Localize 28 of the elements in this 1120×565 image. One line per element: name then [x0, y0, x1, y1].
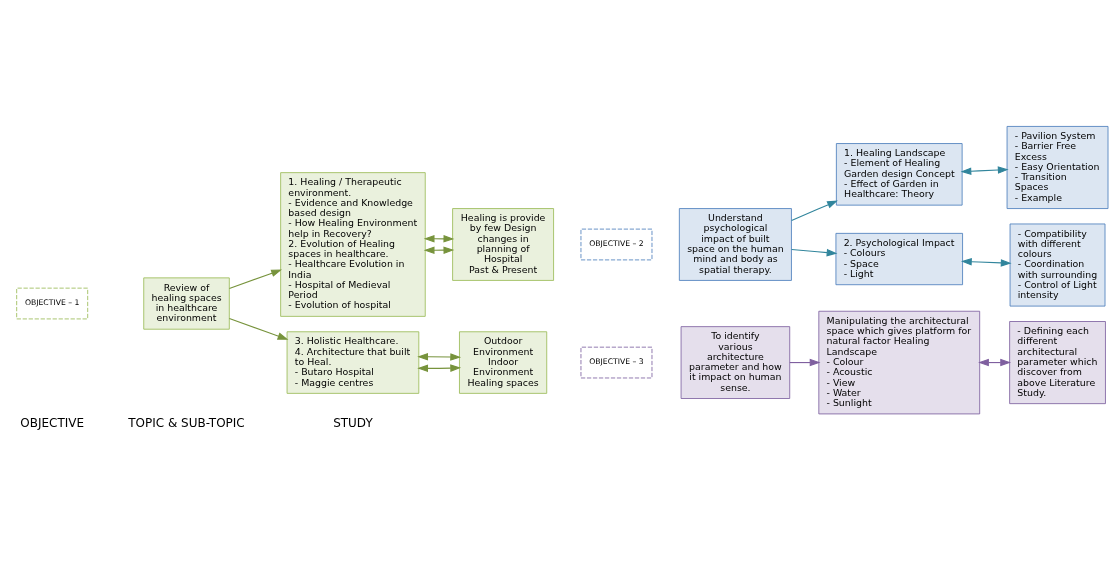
arrow	[791, 248, 838, 256]
arrow	[417, 363, 462, 372]
node-box: - Defining each different architectural parameter which discover from above Literature Study.	[1009, 320, 1106, 404]
node-box: 2. Psychological Impact - Colours - Space - Light	[835, 232, 963, 285]
node-box: Manipulating the architectural space which gives platform for natural factor Healing Landscape - Colour - Acoustic - View - Water - Sunlight	[818, 310, 981, 414]
node-box: OBJECTIVE – 3	[580, 346, 653, 378]
node-box: Outdoor Environment Indoor Environment Healing spaces	[459, 330, 548, 394]
node-box: - Pavilion System - Barrier Free Excess - Easy Orientation - Transition Spaces - Example	[1006, 125, 1109, 209]
label: STUDY	[333, 415, 373, 430]
arrow	[791, 200, 838, 221]
node-box: 1. Healing / Therapeutic environment. - Evidence and Knowledge based design - How Healing Environment help in Recovery? 2. Evolution of Healing spaces in healthcare. - Healthcare Evolution in India - Hospital of Medieval Period - Evolution of hospital	[280, 171, 426, 317]
node-box: Review of healing spaces in healthcare environment	[143, 276, 230, 330]
node-box: Understand psychological impact of built space on the human mind and body as spatial therapy.	[678, 207, 792, 281]
node-box: - Compatibility with different colours - Coordination with surrounding - Control of Light intensity	[1009, 223, 1106, 307]
node-box: 3. Holistic Healthcare. 4. Architecture that built to Heal. - Butaro Hospital - Maggie centres	[286, 330, 420, 394]
node-box: OBJECTIVE – 1	[16, 287, 89, 319]
arrow	[789, 358, 821, 366]
arrow	[417, 352, 462, 361]
node-box: Healing is provide by few Design changes in planning of Hospital Past & Present	[452, 207, 554, 281]
arrow	[961, 257, 1012, 267]
arrow	[228, 269, 282, 289]
arrow	[228, 317, 289, 340]
arrow	[960, 165, 1009, 175]
label: TOPIC & SUB-TOPIC	[128, 415, 245, 430]
node-box: To identify various architecture parameter and how it impact on human sense.	[680, 325, 791, 399]
label: OBJECTIVE	[20, 415, 85, 430]
node-box: 1. Healing Landscape - Element of Healing Garden design Concept - Effect of Garden in Healthcare: Theory	[835, 142, 963, 206]
node-box: OBJECTIVE – 2	[580, 228, 653, 260]
